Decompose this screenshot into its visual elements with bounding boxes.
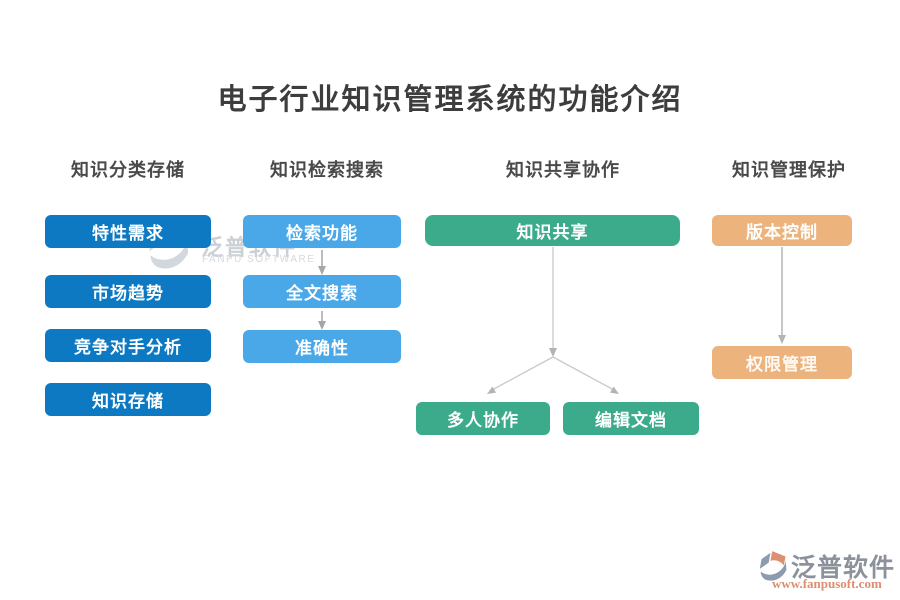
watermark-subtitle-text: FANPU SOFTWARE (202, 254, 316, 265)
column-header-management-protection: 知识管理保护 (732, 160, 846, 180)
brand-website-text: www.fanpusoft.com (772, 576, 882, 591)
column-header-sharing-collaboration: 知识共享协作 (506, 160, 620, 180)
arrow-protection (778, 247, 786, 344)
column-header-retrieval-search: 知识检索搜索 (270, 160, 384, 180)
node-permission-management: 权限管理 (712, 346, 852, 379)
node-accuracy: 准确性 (243, 330, 401, 363)
node-permission-management-label: 权限管理 (746, 355, 818, 374)
page-title: 电子行业知识管理系统的功能介绍 (217, 84, 683, 116)
node-knowledge-sharing: 知识共享 (425, 215, 680, 246)
brand-logo-icon (759, 551, 787, 581)
node-knowledge-storage: 知识存储 (45, 383, 211, 416)
node-document-editing: 编辑文档 (563, 402, 699, 435)
arrow-sharing-branch (487, 247, 619, 394)
node-multi-user-collaboration: 多人协作 (416, 402, 550, 435)
node-search-function: 检索功能 (243, 215, 401, 248)
node-version-control: 版本控制 (712, 215, 852, 246)
node-competitor-analysis: 竞争对手分析 (45, 329, 211, 362)
node-fulltext-search: 全文搜索 (243, 275, 401, 308)
arrow-search-2 (318, 311, 326, 330)
node-feature-requirements: 特性需求 (45, 215, 211, 248)
column-header-classification-storage: 知识分类存储 (71, 160, 185, 180)
node-market-trends: 市场趋势 (45, 275, 211, 308)
brand-name-text: 泛普软件 (791, 555, 896, 582)
brand-footer: 泛普软件 www.fanpusoft.com (756, 548, 896, 592)
arrow-search-1 (318, 250, 326, 275)
